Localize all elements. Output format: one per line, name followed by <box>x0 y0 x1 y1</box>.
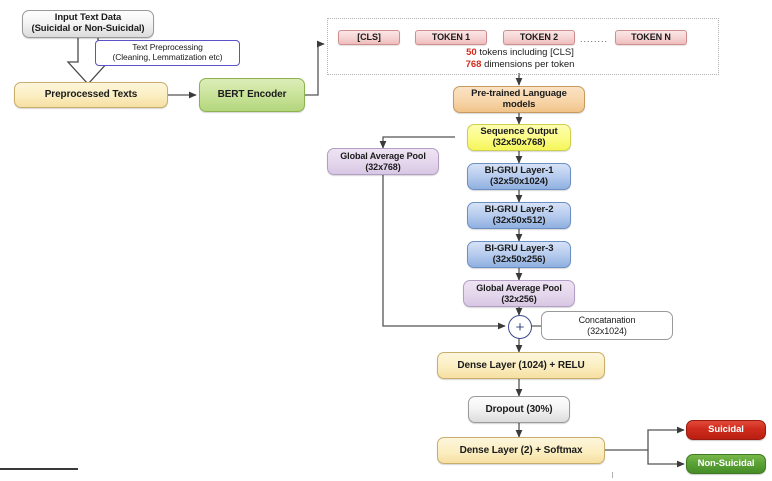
node-bigru-layer-3[interactable]: BI-GRU Layer-3 (32x50x256) <box>467 241 571 268</box>
token-cls[interactable]: [CLS] <box>338 30 400 45</box>
bottom-left-rule <box>0 468 78 470</box>
pretrained-lm-line2: models <box>502 98 536 110</box>
node-global-average-pool-256[interactable]: Global Average Pool (32x256) <box>463 280 575 307</box>
token-2-label: TOKEN 2 <box>519 32 559 43</box>
result-non-suicidal[interactable]: Non-Suicidal <box>686 454 766 474</box>
token-dim-value: 768 <box>465 58 482 70</box>
input-text-line2: (Suicidal or Non-Suicidal) <box>31 23 145 34</box>
gap-768-line1: Global Average Pool <box>340 151 426 162</box>
node-pretrained-language-models[interactable]: Pre-trained Language models <box>453 86 585 113</box>
gru1-line1: BI-GRU Layer-1 <box>484 164 554 176</box>
node-sequence-output[interactable]: Sequence Output (32x50x768) <box>467 124 571 151</box>
token-dimension-note: 50 tokens including [CLS] 768 dimensions… <box>400 47 640 71</box>
token-n-label: TOKEN N <box>631 32 671 43</box>
sequence-output-line1: Sequence Output <box>480 125 558 137</box>
token-ellipsis: ........ <box>580 34 609 44</box>
plus-symbol: + <box>515 318 525 336</box>
bert-encoder-label: BERT Encoder <box>217 89 287 101</box>
gap-256-line1: Global Average Pool <box>476 283 562 294</box>
token-group-container <box>327 18 719 75</box>
token-1[interactable]: TOKEN 1 <box>415 30 487 45</box>
gru3-line1: BI-GRU Layer-3 <box>484 242 554 254</box>
node-dense-layer-1024[interactable]: Dense Layer (1024) + RELU <box>437 352 605 379</box>
result-suicidal[interactable]: Suicidal <box>686 420 766 440</box>
node-bigru-layer-2[interactable]: BI-GRU Layer-2 (32x50x512) <box>467 202 571 229</box>
node-input-text[interactable]: Input Text Data (Suicidal or Non-Suicida… <box>22 10 154 38</box>
token-1-label: TOKEN 1 <box>431 32 471 43</box>
token-count-value: 50 <box>466 47 477 58</box>
text-preprocessing-line2: (Cleaning, Lemmatization etc) <box>112 52 223 62</box>
result-non-suicidal-label: Non-Suicidal <box>697 457 755 469</box>
node-dropout[interactable]: Dropout (30%) <box>468 396 570 423</box>
pretrained-lm-line1: Pre-trained Language <box>471 87 567 99</box>
token-2[interactable]: TOKEN 2 <box>503 30 575 45</box>
gap-256-line2: (32x256) <box>501 293 537 304</box>
gru2-line1: BI-GRU Layer-2 <box>484 203 554 215</box>
gru2-line2: (32x50x512) <box>492 214 546 226</box>
node-preprocessed-texts[interactable]: Preprocessed Texts <box>14 82 168 108</box>
gap-768-line2: (32x768) <box>365 161 401 172</box>
gru3-line2: (32x50x256) <box>492 253 546 265</box>
token-count-text: tokens including [CLS] <box>476 47 574 58</box>
node-bigru-layer-1[interactable]: BI-GRU Layer-1 (32x50x1024) <box>467 163 571 190</box>
concatenation-line2: (32x1024) <box>587 325 627 336</box>
node-concatenation[interactable]: Concatanation (32x1024) <box>541 311 673 340</box>
dropout-label: Dropout (30%) <box>485 403 553 415</box>
sequence-output-line2: (32x50x768) <box>492 136 546 148</box>
node-text-preprocessing[interactable]: Text Preprocessing (Cleaning, Lemmatizat… <box>95 40 240 66</box>
concatenation-line1: Concatanation <box>578 315 636 326</box>
token-dim-text: dimensions per token <box>481 58 575 70</box>
dense-1024-label: Dense Layer (1024) + RELU <box>457 359 585 371</box>
gru1-line2: (32x50x1024) <box>490 175 548 187</box>
concat-plus-operator[interactable]: + <box>508 315 532 339</box>
node-dense-layer-2[interactable]: Dense Layer (2) + Softmax <box>437 437 605 464</box>
bottom-tick-mark <box>612 472 613 478</box>
node-bert-encoder[interactable]: BERT Encoder <box>199 78 305 112</box>
token-cls-label: [CLS] <box>357 32 381 43</box>
token-n[interactable]: TOKEN N <box>615 30 687 45</box>
preprocessed-texts-label: Preprocessed Texts <box>44 89 138 101</box>
input-text-line1: Input Text Data <box>54 12 122 24</box>
text-preprocessing-line1: Text Preprocessing <box>132 42 203 53</box>
dense-2-label: Dense Layer (2) + Softmax <box>459 444 583 456</box>
result-suicidal-label: Suicidal <box>708 423 744 435</box>
node-global-average-pool-768[interactable]: Global Average Pool (32x768) <box>327 148 439 175</box>
